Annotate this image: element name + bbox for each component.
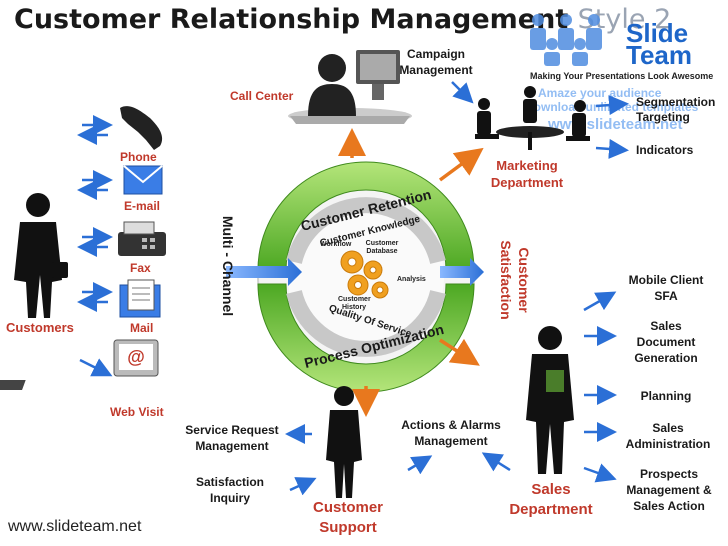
campaign-management-label: Campaign Management xyxy=(399,47,473,77)
multi-channel-arrow xyxy=(226,258,302,286)
marketing-department-label: Marketing Department xyxy=(490,158,564,190)
web-at-symbol: @ xyxy=(127,347,145,367)
email-icon xyxy=(123,165,163,195)
sales-item-mobile-client: Mobile Client SFA xyxy=(628,273,704,303)
customer-silhouette xyxy=(14,193,68,318)
watermark-line1: Amaze your audience xyxy=(538,86,662,100)
marketing-item-indicators: Indicators xyxy=(636,143,694,157)
footer-url: www.slideteam.net xyxy=(8,518,142,535)
arrow-to-sales xyxy=(439,338,480,366)
sales-item-prospects: Prospects Management & Sales Action xyxy=(626,467,712,513)
phone-icon xyxy=(120,106,163,150)
channel-fax-label: Fax xyxy=(130,261,151,275)
logo-people-icon xyxy=(530,14,602,66)
gear-label-database: Customer Database xyxy=(365,240,399,255)
call-center-operator-icon xyxy=(288,50,412,124)
gear-label-history: Customer History xyxy=(338,296,371,311)
channel-mail-label: Mail xyxy=(130,321,154,335)
customer-satisfaction-label: Customer Satisfaction xyxy=(498,240,532,320)
sales-item-document-generation: Sales Document Generation xyxy=(634,319,698,365)
multi-channel-label: Multi - Channel xyxy=(220,215,236,317)
logo-tagline: Making Your Presentations Look Awesome xyxy=(530,71,714,81)
marketing-item-segmentation: Segmentation xyxy=(636,95,716,109)
support-person-silhouette xyxy=(326,386,362,498)
customer-support-label: Customer Support xyxy=(312,499,383,536)
satisfaction-arrow xyxy=(440,258,484,286)
channel-email-label: E-mail xyxy=(124,199,161,213)
sales-item-planning: Planning xyxy=(640,389,692,403)
customers-label: Customers xyxy=(6,320,74,335)
page-title: Customer Relationship Management Style 2 xyxy=(14,4,671,35)
logo-text: Slide Team xyxy=(626,18,692,70)
sales-item-administration: Sales Administration xyxy=(625,421,711,451)
mail-icon xyxy=(119,279,161,318)
title-main: Customer Relationship Management xyxy=(14,4,569,35)
sales-person-silhouette xyxy=(526,326,574,474)
sales-department-label: Sales Department xyxy=(509,481,593,518)
actions-alarms-label: Actions & Alarms Management xyxy=(401,418,501,448)
marketing-meeting-icon xyxy=(475,86,590,150)
channel-web-visit-label: Web Visit xyxy=(110,405,164,419)
gear-label-analysis: Analysis xyxy=(397,276,426,283)
call-center-label: Call Center xyxy=(230,89,294,103)
monitor-icon xyxy=(0,339,159,390)
marketing-item-targeting: Targeting xyxy=(636,110,690,124)
service-request-label: Service Request Management xyxy=(185,423,279,453)
channel-phone-label: Phone xyxy=(120,150,157,164)
fax-icon xyxy=(118,221,166,256)
satisfaction-inquiry-label: Satisfaction Inquiry xyxy=(195,475,264,505)
process-circle xyxy=(226,161,484,393)
gears-icon xyxy=(340,250,389,299)
arrow-to-marketing xyxy=(438,147,484,182)
gear-label-workflow: Workflow xyxy=(320,241,352,248)
